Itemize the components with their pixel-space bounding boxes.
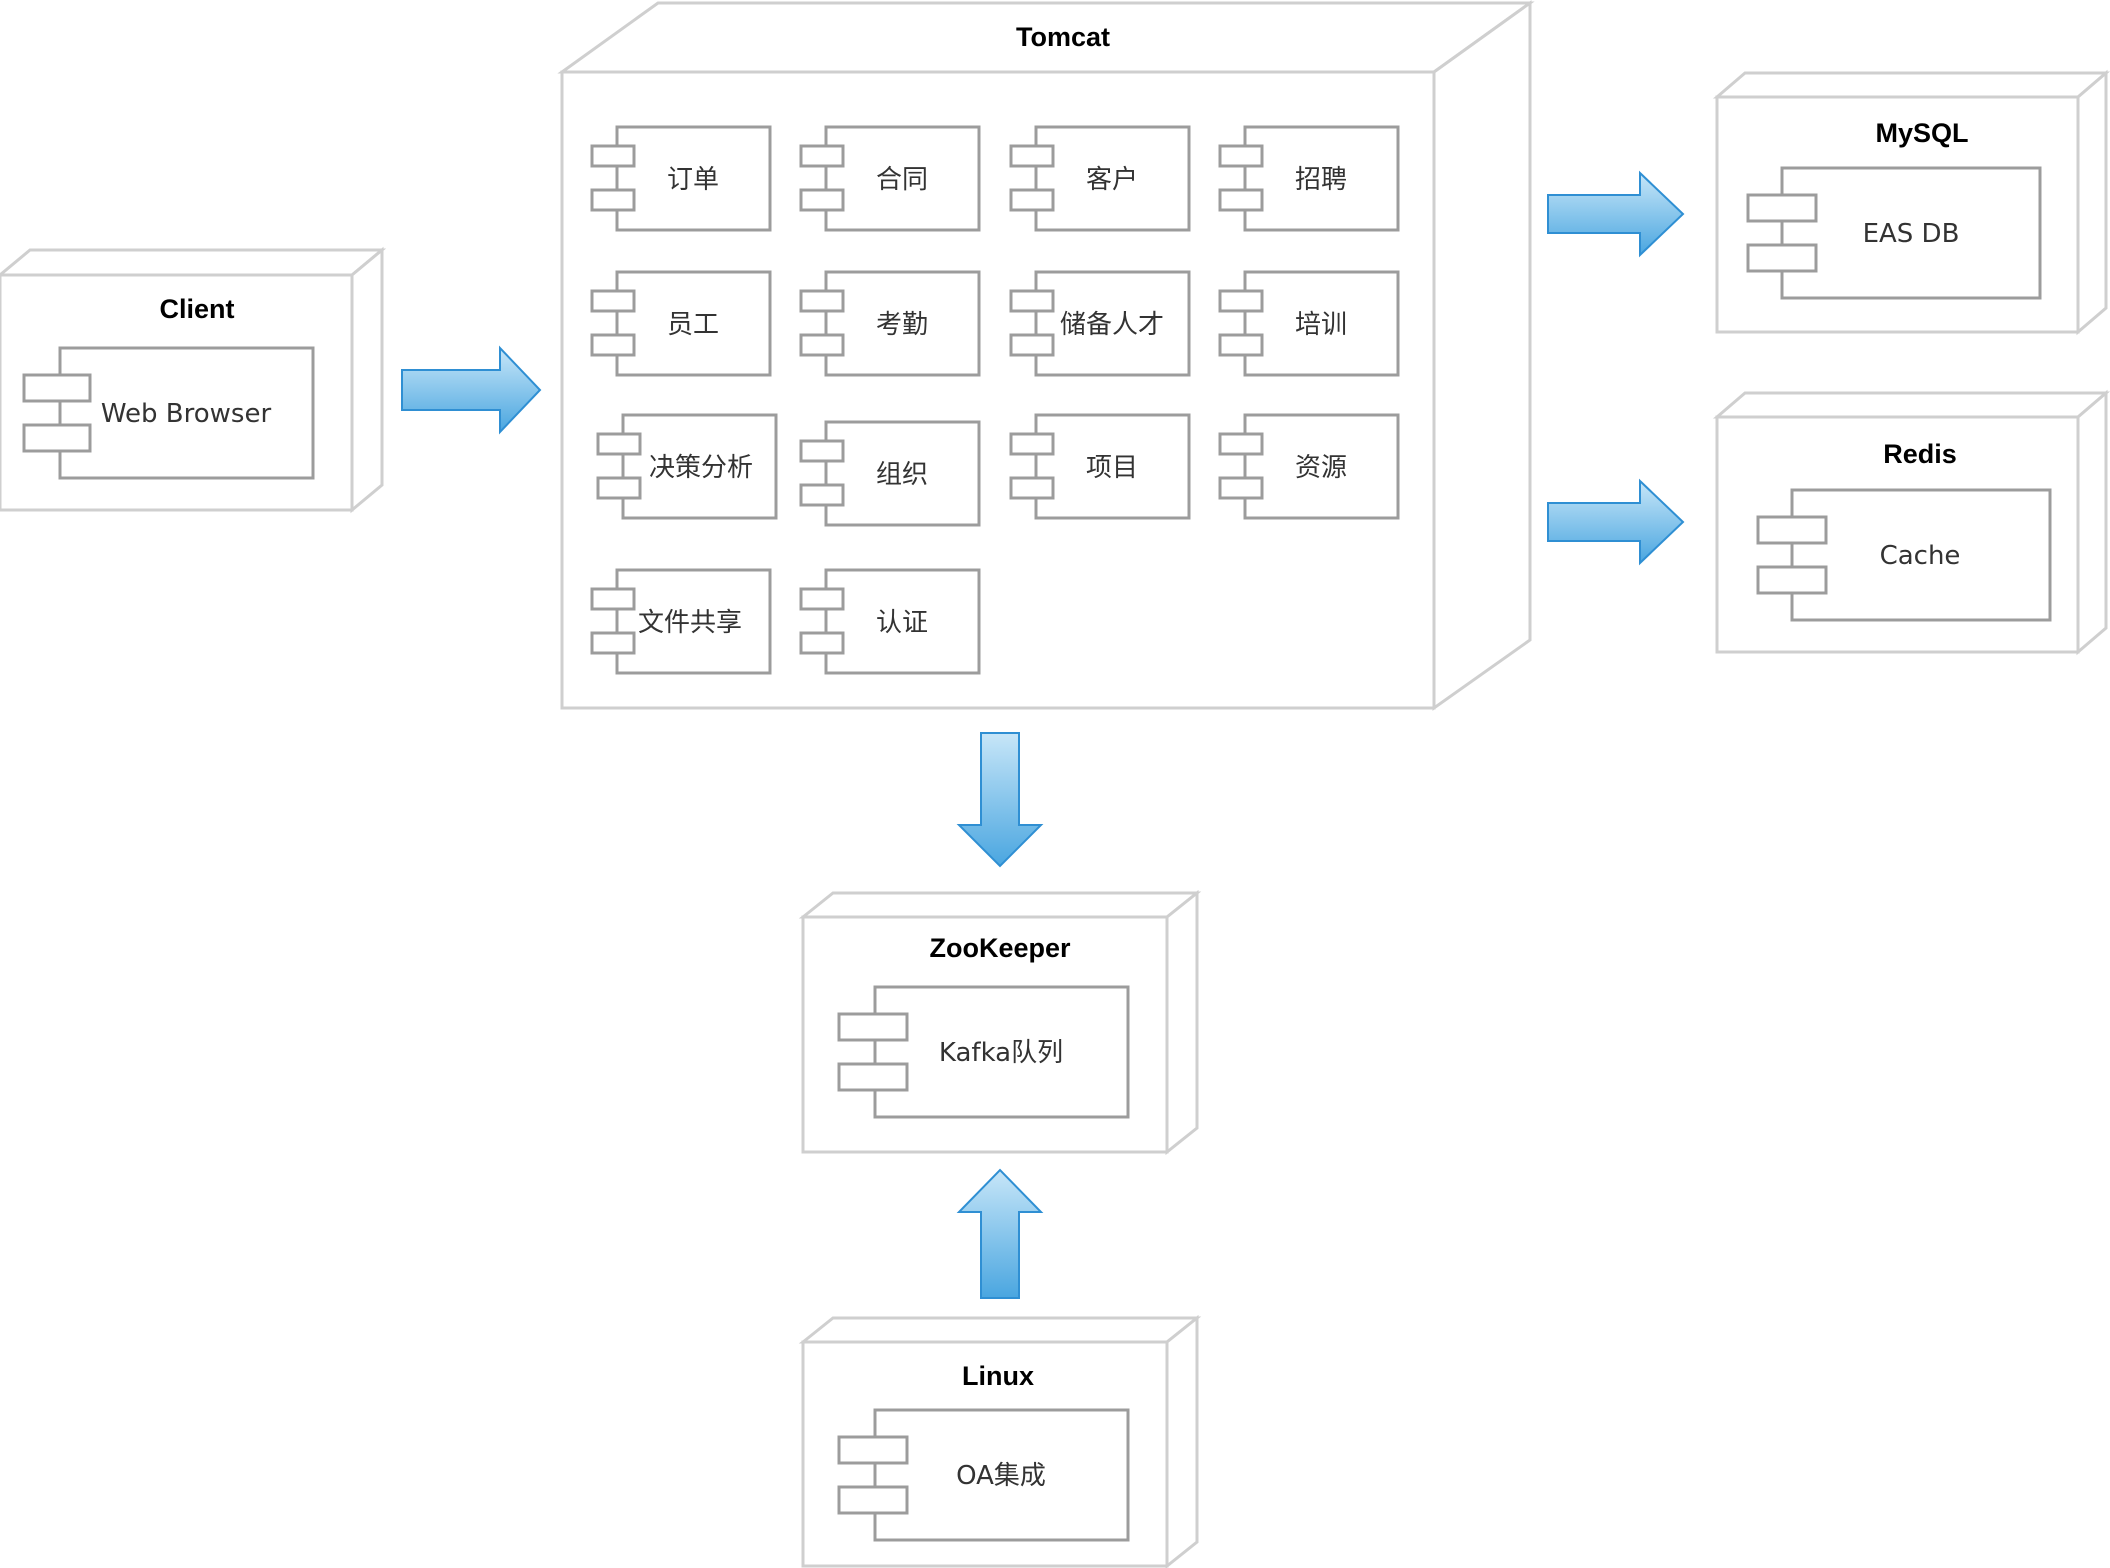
component-label: OA集成 — [956, 1461, 1046, 1491]
client-title: Client — [159, 294, 234, 324]
component-label: 客户 — [1086, 165, 1138, 195]
linux-node: Linux OA集成 — [798, 1314, 1202, 1568]
component-attendance: 考勤 — [799, 270, 981, 377]
component-label: Kafka队列 — [939, 1038, 1063, 1068]
linux-title: Linux — [962, 1361, 1034, 1391]
component-decision-analysis: 决策分析 — [596, 413, 778, 520]
arrow-tomcat-to-redis — [1547, 478, 1685, 566]
component-file-sharing: 文件共享 — [590, 568, 772, 675]
arrow-tomcat-to-zookeeper — [956, 732, 1044, 868]
component-label: 考勤 — [876, 310, 928, 340]
component-label: 员工 — [667, 310, 719, 340]
redis-title: Redis — [1883, 439, 1957, 469]
tomcat-node: Tomcat 订单 合同 客户 招聘 — [557, 0, 1535, 711]
mysql-title: MySQL — [1875, 118, 1968, 148]
component-label: Cache — [1880, 541, 1961, 571]
mysql-node: MySQL EAS DB — [1712, 69, 2110, 336]
component-label: 文件共享 — [638, 608, 742, 638]
component-label: 项目 — [1086, 453, 1138, 483]
component-authentication: 认证 — [799, 568, 981, 675]
component-contract: 合同 — [799, 125, 981, 232]
component-label: 储备人才 — [1060, 310, 1164, 340]
component-cache: Cache — [1756, 488, 2052, 622]
component-label: 决策分析 — [649, 453, 753, 483]
component-label: 招聘 — [1295, 165, 1347, 195]
component-oa-integration: OA集成 — [837, 1408, 1130, 1542]
component-recruitment: 招聘 — [1218, 125, 1400, 232]
component-label: EAS DB — [1863, 219, 1960, 249]
arrow-linux-to-zookeeper — [956, 1168, 1044, 1299]
zookeeper-title: ZooKeeper — [929, 933, 1071, 963]
arrow-client-to-tomcat — [401, 345, 542, 435]
component-eas-db: EAS DB — [1746, 166, 2042, 300]
component-kafka-queue: Kafka队列 — [837, 985, 1130, 1119]
component-organization: 组织 — [799, 420, 981, 527]
arrow-tomcat-to-mysql — [1547, 170, 1685, 258]
component-label: 认证 — [876, 608, 928, 638]
component-employee: 员工 — [590, 270, 772, 377]
component-customer: 客户 — [1009, 125, 1191, 232]
tomcat-title: Tomcat — [1016, 22, 1110, 52]
component-label: 组织 — [876, 460, 928, 490]
component-project: 项目 — [1009, 413, 1191, 520]
component-label: 资源 — [1295, 453, 1347, 483]
component-training: 培训 — [1218, 270, 1400, 377]
component-order: 订单 — [590, 125, 772, 232]
component-label: 培训 — [1295, 310, 1347, 340]
component-label: 合同 — [876, 165, 928, 195]
component-web-browser: Web Browser — [22, 346, 315, 480]
redis-node: Redis Cache — [1712, 389, 2110, 656]
client-node: Client Web Browser — [0, 246, 387, 514]
zookeeper-node: ZooKeeper Kafka队列 — [798, 889, 1202, 1156]
component-talent-reserve: 储备人才 — [1009, 270, 1191, 377]
component-label: 订单 — [667, 165, 719, 195]
component-label: Web Browser — [101, 399, 272, 429]
component-resource: 资源 — [1218, 413, 1400, 520]
